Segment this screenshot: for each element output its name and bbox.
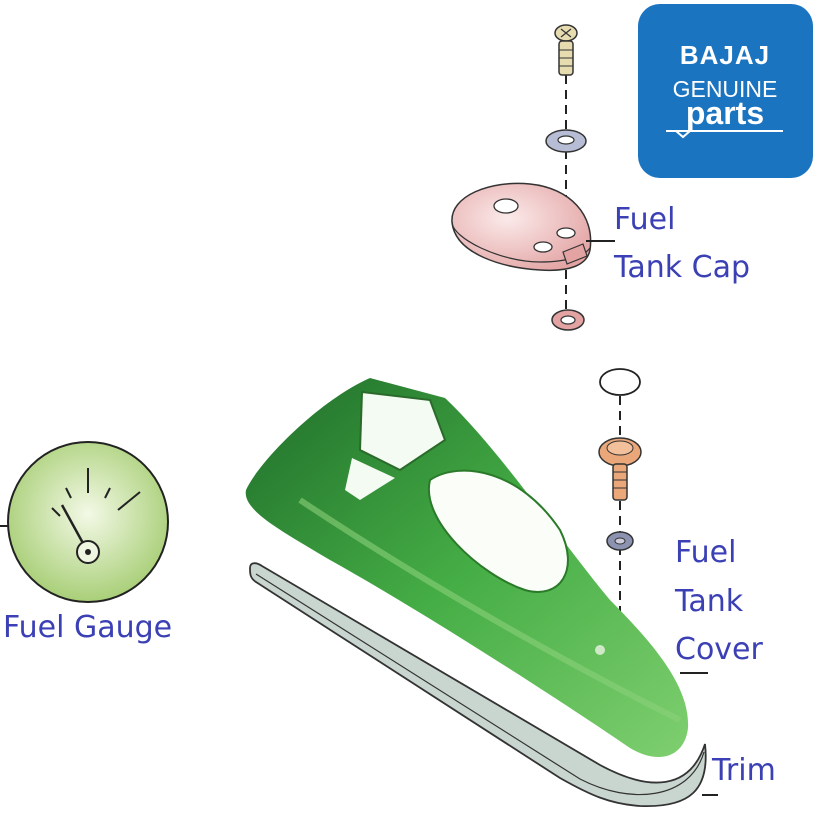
fuel-tank-cap-icon (451, 182, 592, 272)
o-ring-icon (599, 368, 641, 396)
svg-text:BAJAJ: BAJAJ (680, 40, 770, 70)
bajaj-genuine-parts-logo: BAJAJ GENUINE parts (638, 4, 813, 178)
trim-icon (249, 562, 718, 807)
label-fuel-tank-cover: Fuel Tank Cover (674, 535, 764, 667)
svg-text:GENUINE: GENUINE (673, 76, 778, 102)
screw-icon (554, 24, 578, 76)
label-fuel-tank-cap: Fuel Tank Cap (613, 202, 750, 285)
fuel-tank-cover-assembly (245, 368, 708, 758)
fuel-tank-cover-icon (245, 378, 689, 758)
bolt-icon (598, 437, 642, 501)
svg-text:parts: parts (686, 95, 764, 131)
washer-icon (606, 531, 634, 551)
washer-icon (545, 129, 587, 153)
label-trim: Trim (711, 753, 776, 788)
label-fuel-gauge: Fuel Gauge (3, 610, 172, 645)
fuel-gauge-icon (0, 441, 169, 603)
small-washer-icon (551, 309, 585, 331)
fuel-tank-cap-assembly (451, 24, 615, 331)
